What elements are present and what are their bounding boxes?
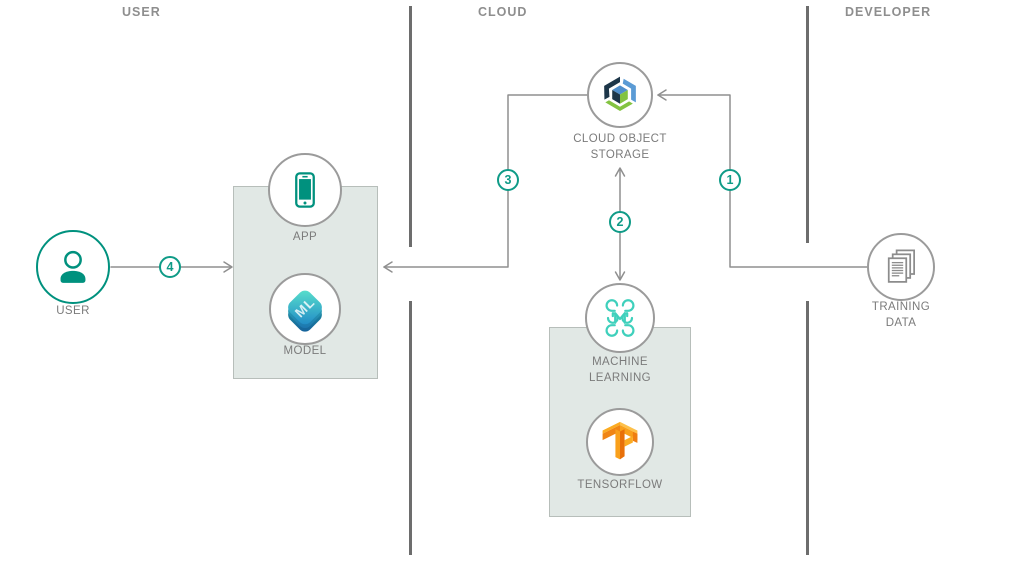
machine-learning-label: MACHINE LEARNING	[589, 356, 651, 384]
model-node-label: MODEL	[283, 345, 327, 357]
lane-divider-lines	[409, 6, 809, 555]
arrow-training-to-storage	[657, 94, 868, 268]
step-badge-3: 3	[497, 169, 519, 191]
lane-header-developer: DEVELOPER	[845, 5, 932, 19]
user-node	[36, 230, 110, 304]
tensorflow-label: TENSORFLOW	[577, 479, 663, 491]
lane-header-cloud: CLOUD	[478, 5, 528, 19]
brain-icon	[605, 299, 635, 337]
smartphone-icon	[295, 172, 315, 208]
tensorflow-node	[586, 408, 654, 476]
user-node-label: USER	[56, 305, 90, 317]
arrow-storage-to-model	[383, 94, 588, 268]
cloud-object-storage-label: CLOUD OBJECT STORAGE	[573, 133, 667, 161]
training-data-node	[867, 233, 935, 301]
arrowhead-down-icon	[614, 271, 626, 281]
app-node-label: APP	[292, 231, 318, 243]
training-data-label: TRAINING DATA	[871, 301, 931, 329]
tensorflow-logo-icon	[602, 421, 638, 460]
machine-learning-node	[585, 283, 655, 353]
arrowhead-left-icon	[383, 261, 393, 273]
arrowhead-left-icon	[657, 89, 667, 101]
app-node	[268, 153, 342, 227]
stacked-documents-icon	[887, 249, 915, 283]
model-node: ML	[269, 273, 341, 345]
lane-header-user: USER	[122, 5, 161, 19]
arrowhead-up-icon	[614, 167, 626, 177]
ml-cube-icon: ML	[288, 290, 322, 332]
cloud-object-storage-node	[587, 62, 653, 128]
step-badge-1: 1	[719, 169, 741, 191]
arrowhead-right-icon	[223, 261, 233, 273]
cloud-object-storage-cube-icon	[604, 76, 636, 112]
step-badge-2: 2	[609, 211, 631, 233]
person-icon	[60, 250, 86, 283]
step-badge-4: 4	[159, 256, 181, 278]
